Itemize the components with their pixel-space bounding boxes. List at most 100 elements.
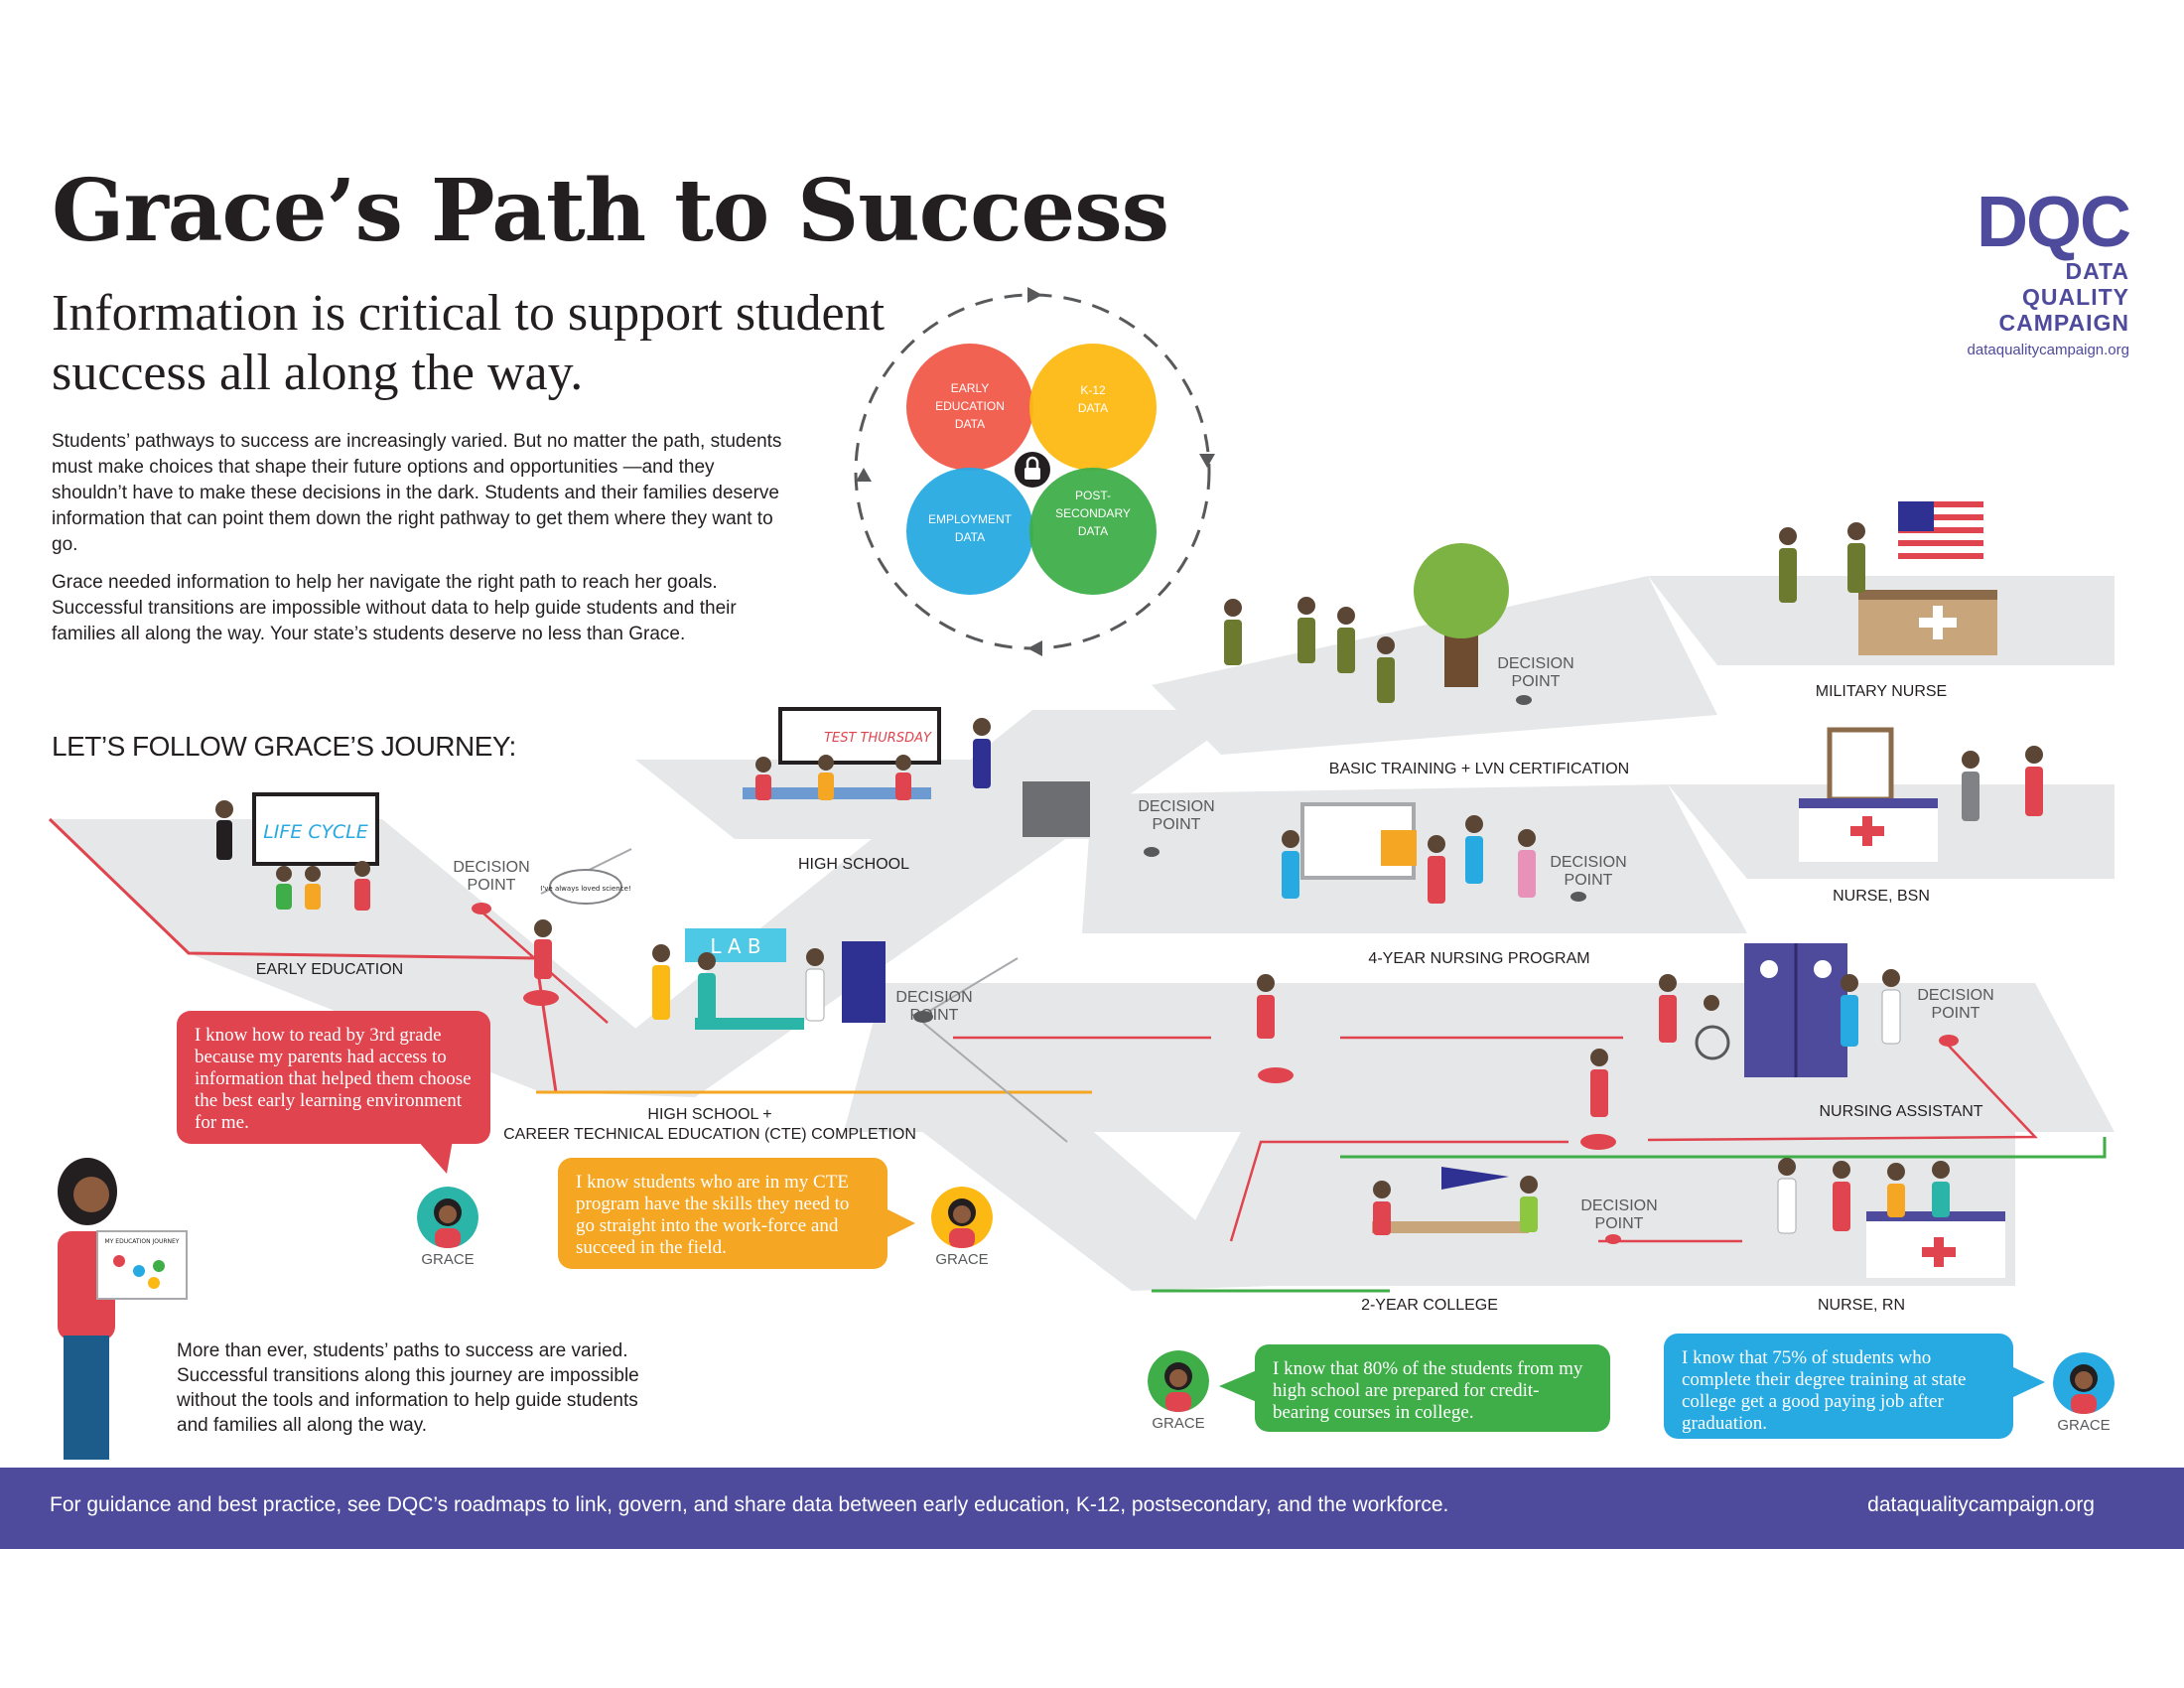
bubble-early-education: I know how to read by 3rd grade because … — [177, 1011, 490, 1144]
venn-k12 — [1029, 344, 1157, 471]
cycle-arrow-right — [1199, 454, 1215, 468]
logo-mark: DQC — [1977, 183, 2131, 262]
venn-label-post-1: POST- — [1075, 489, 1111, 502]
test-thursday-text: TEST THURSDAY — [824, 731, 932, 746]
route-line-early — [48, 817, 558, 1093]
station-label-two-year-college: 2-YEAR COLLEGE — [1361, 1297, 1498, 1314]
branch-arrow-grey-2 — [922, 957, 1019, 1016]
journey-board — [96, 1230, 188, 1300]
life-cycle-board — [252, 792, 379, 866]
route-arrow-4 — [1647, 1042, 2038, 1142]
grace-avatar-2 — [931, 1187, 993, 1253]
medical-cross-icon — [1919, 606, 1957, 639]
venn-label-early-2: EDUCATION — [935, 399, 1005, 413]
pennant-icon — [1441, 1167, 1509, 1190]
venn-label-early-1: EARLY — [951, 381, 989, 395]
tree-crown — [1414, 543, 1509, 638]
grace-marker-walk — [1580, 1134, 1616, 1150]
bubble-state-college: I know that 75% of students who complete… — [1664, 1334, 2013, 1439]
path-basic-training — [1152, 576, 1717, 755]
venn-employment — [906, 468, 1033, 595]
journey-heading: LET’S FOLLOW GRACE’S JOURNEY: — [52, 731, 516, 762]
station-label-nurse-rn: NURSE, RN — [1817, 1297, 1905, 1314]
decision-marker-early — [472, 903, 491, 914]
bubble-tail-cte — [884, 1207, 915, 1239]
bubble-tail-early — [417, 1140, 453, 1174]
lab-table — [695, 1018, 804, 1030]
grace-avatar-icon — [1148, 1350, 1209, 1412]
venn-label-k12-1: K-12 — [1080, 383, 1106, 397]
logo-url[interactable]: dataqualitycampaign.org — [1967, 342, 2129, 358]
classroom-desk — [743, 787, 931, 799]
grace-marker-early — [523, 990, 559, 1006]
grace-label-2: GRACE — [935, 1251, 989, 1268]
cycle-arrow-top — [1027, 287, 1042, 303]
grace-label-3: GRACE — [1152, 1415, 1205, 1432]
station-label-early-education: EARLY EDUCATION — [255, 961, 404, 978]
decision-marker-basic — [1516, 695, 1532, 705]
station-label-hs-cte-1: HIGH SCHOOL + — [647, 1106, 772, 1123]
decision-marker-college — [1605, 1234, 1621, 1244]
red-cross-icon-bsn — [1850, 816, 1884, 846]
intro-paragraph-1: Students’ pathways to success are increa… — [52, 431, 782, 555]
station-label-nursing-program: 4-YEAR NURSING PROGRAM — [1368, 950, 1590, 967]
us-flag-icon — [1898, 501, 1983, 559]
venn-label-post-2: SECONDARY — [1055, 506, 1131, 520]
grace-avatar-1 — [417, 1187, 478, 1253]
grace-avatar-4 — [2053, 1352, 2115, 1419]
station-label-nursing-assistant: NURSING ASSISTANT — [1819, 1103, 1983, 1120]
path-diagonal-to-lower — [864, 1087, 1271, 1291]
footer-guidance-text: For guidance and best practice, see DQC’… — [50, 1493, 1449, 1516]
bottom-summary-text: More than ever, students’ paths to succe… — [177, 1340, 639, 1436]
red-cross-icon-rn — [1922, 1237, 1956, 1267]
bubble-college: I know that 80% of the students from my … — [1255, 1344, 1610, 1432]
test-thursday-board — [778, 707, 941, 765]
station-label-nurse-bsn: NURSE, BSN — [1833, 888, 1930, 905]
station-label-hs-cte-2: CAREER TECHNICAL EDUCATION (CTE) COMPLET… — [503, 1126, 916, 1143]
station-label-basic-training: BASIC TRAINING + LVN CERTIFICATION — [1328, 761, 1630, 777]
life-cycle-text: LIFE CYCLE — [263, 821, 368, 843]
grace-label-1: GRACE — [421, 1251, 475, 1268]
cycle-arrow-left — [856, 468, 872, 482]
skeleton-poster — [842, 941, 886, 1023]
page-title: Grace’s Path to Success — [52, 161, 1169, 261]
data-venn-diagram: EARLY EDUCATION DATA K-12 DATA EMPLOYMEN… — [854, 287, 1215, 656]
venn-label-employment-2: DATA — [955, 530, 985, 544]
decision-marker-nursing — [1570, 892, 1586, 902]
grace-avatar-icon — [2053, 1352, 2115, 1414]
branch-arrow-grey-3 — [922, 1022, 1068, 1143]
decision-marker-assistant — [1939, 1035, 1959, 1047]
people-figures — [215, 522, 2043, 1235]
venn-early-education — [906, 344, 1033, 471]
journey-pathway-map: LIFE CYCLE TEST THURSDAY L A B I've alwa… — [48, 501, 2115, 1460]
decision-marker-cte — [913, 1011, 933, 1023]
lab-sign-text: L A B — [710, 934, 760, 958]
station-label-high-school: HIGH SCHOOL — [797, 856, 909, 873]
route-arrow-5 — [1229, 1140, 1569, 1242]
dqc-logo[interactable]: DQC DATA QUALITY CAMPAIGN dataqualitycam… — [1956, 183, 2131, 358]
venn-label-post-3: DATA — [1078, 524, 1108, 538]
svg-text:MY EDUCATION JOURNEY: MY EDUCATION JOURNEY — [105, 1238, 180, 1245]
venn-postsecondary — [1029, 468, 1157, 595]
intro-text: Students’ pathways to success are increa… — [52, 429, 786, 659]
bubble-tail-college — [1219, 1370, 1257, 1402]
venn-label-employment-1: EMPLOYMENT — [928, 512, 1013, 526]
grace-figure: MY EDUCATION JOURNEY — [58, 1158, 188, 1460]
decision-marker-hs — [1144, 847, 1160, 857]
cycle-arrow-bottom — [1027, 640, 1042, 656]
footer-url-link[interactable]: dataqualitycampaign.org — [1867, 1493, 2095, 1516]
pill-bottle — [1381, 830, 1417, 866]
path-two-year-college — [1161, 1132, 2015, 1286]
grace-avatar-icon — [931, 1187, 993, 1248]
page-subtitle: Information is critical to support stude… — [52, 285, 886, 401]
station-label-military-nurse: MILITARY NURSE — [1815, 683, 1948, 700]
svg-text:I've always loved science!: I've always loved science! — [540, 885, 630, 893]
teacher-desk — [1023, 781, 1090, 837]
route-line-green — [1340, 1137, 2107, 1159]
footer-bar: For guidance and best practice, see DQC’… — [0, 1468, 2184, 1549]
